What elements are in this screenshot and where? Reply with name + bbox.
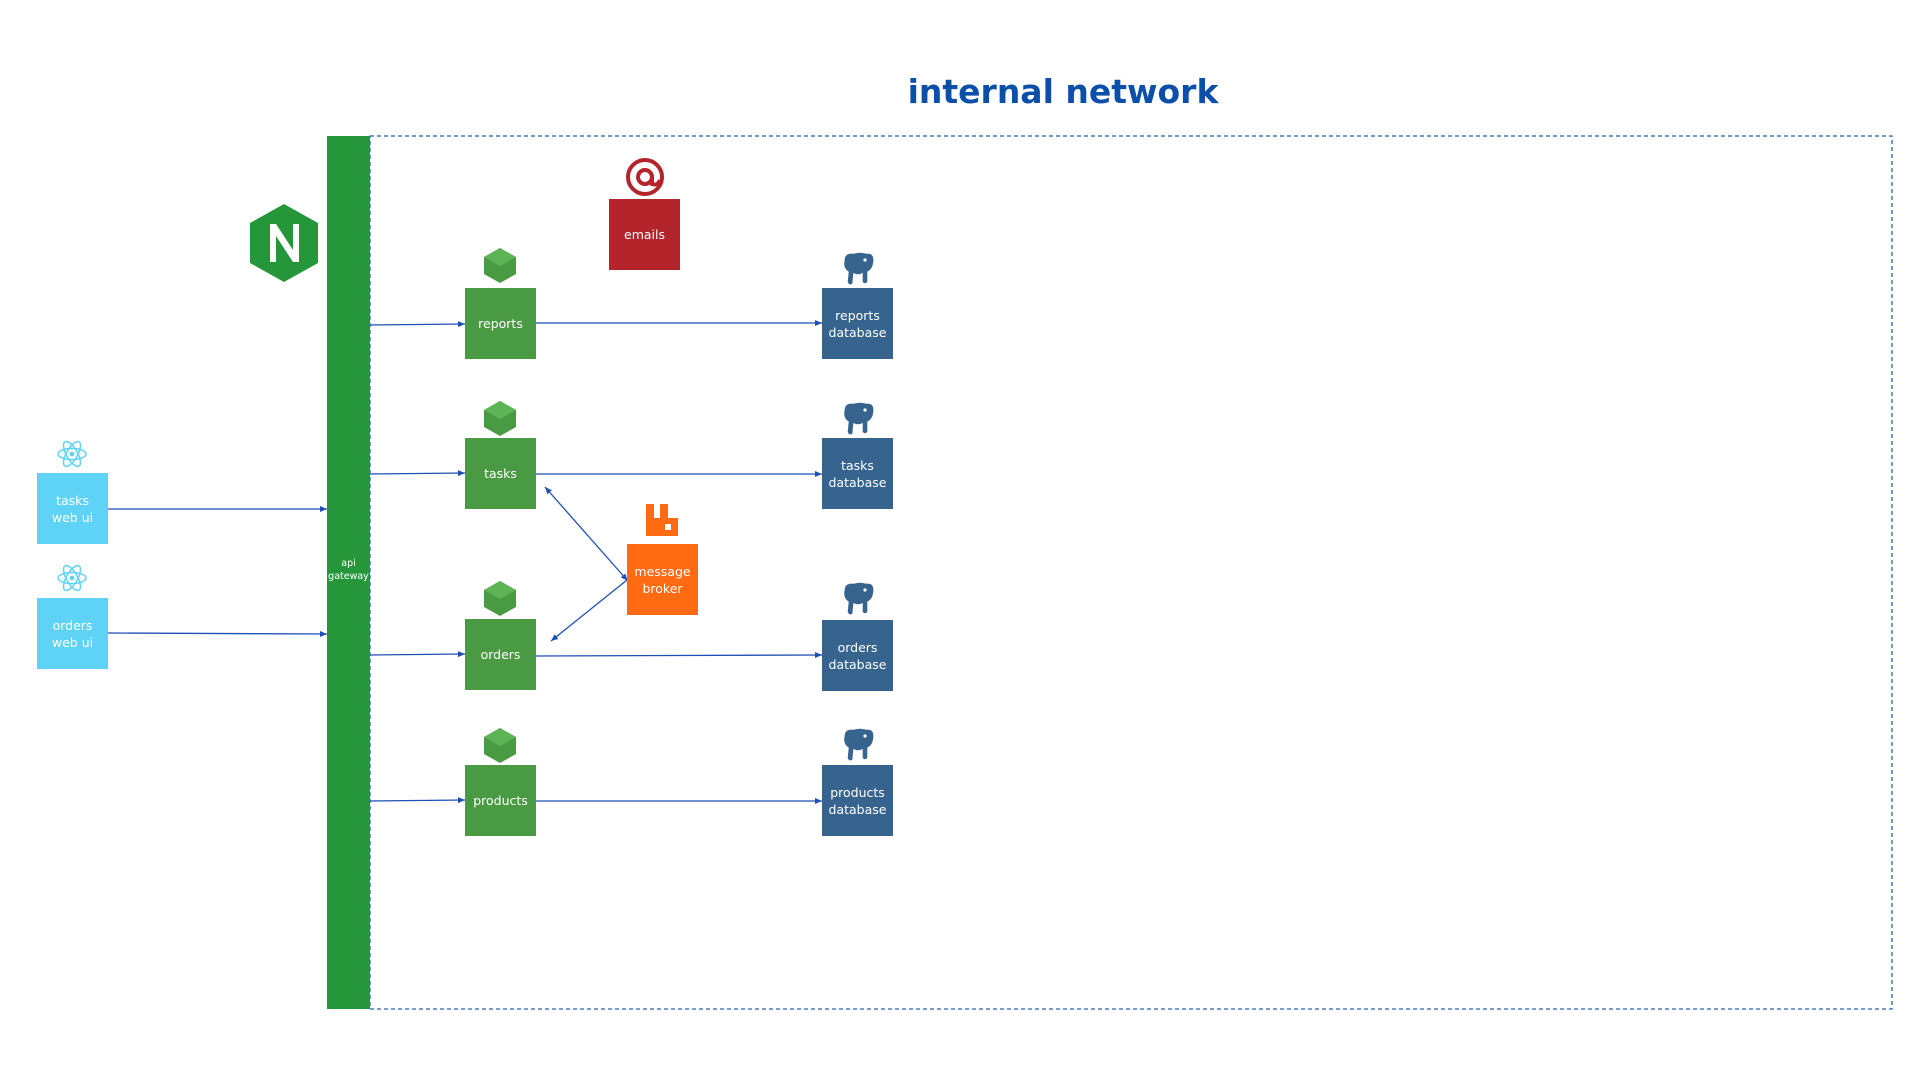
connector-broker-orders: [550, 579, 628, 642]
at-sign-icon: [626, 158, 664, 196]
reports-database: reports database: [822, 288, 893, 359]
rabbitmq-icon: [646, 504, 678, 536]
connector-orders-to-db: [535, 652, 823, 659]
nodejs-icon: [484, 581, 516, 616]
nodejs-icon: [484, 248, 516, 283]
api-gateway-bar: [327, 136, 370, 1009]
tasks-web-ui: tasks web ui: [37, 473, 108, 544]
tasks-database: tasks database: [822, 438, 893, 509]
orders-service: orders: [465, 619, 536, 690]
orders-web-ui: orders web ui: [37, 598, 108, 669]
connector-broker-tasks: [544, 486, 628, 581]
nodejs-icon: [484, 401, 516, 436]
postgresql-elephant-icon: [842, 581, 875, 616]
postgresql-elephant-icon: [842, 401, 875, 436]
connector-orders-ui-to-gateway: [107, 630, 328, 637]
message-broker: message broker: [627, 544, 698, 615]
react-atom-icon: [57, 564, 87, 592]
react-atom-icon: [57, 440, 87, 468]
products-service: products: [465, 765, 536, 836]
connector-gateway-to-products: [369, 797, 466, 804]
connector-gateway-to-tasks: [369, 470, 466, 477]
products-database: products database: [822, 765, 893, 836]
api-gateway-label: api gateway: [328, 558, 369, 582]
postgresql-elephant-icon: [842, 727, 875, 762]
nodejs-icon: [484, 728, 516, 763]
emails-service: emails: [609, 199, 680, 270]
orders-database: orders database: [822, 620, 893, 691]
connector-gateway-to-reports: [369, 321, 466, 328]
connector-gateway-to-orders: [369, 651, 466, 658]
reports-service: reports: [465, 288, 536, 359]
diagram-title: internal network: [907, 72, 1219, 111]
tasks-service: tasks: [465, 438, 536, 509]
postgresql-elephant-icon: [842, 251, 875, 286]
nginx-icon: [250, 204, 318, 282]
internal-network-boundary: [369, 135, 1893, 1010]
